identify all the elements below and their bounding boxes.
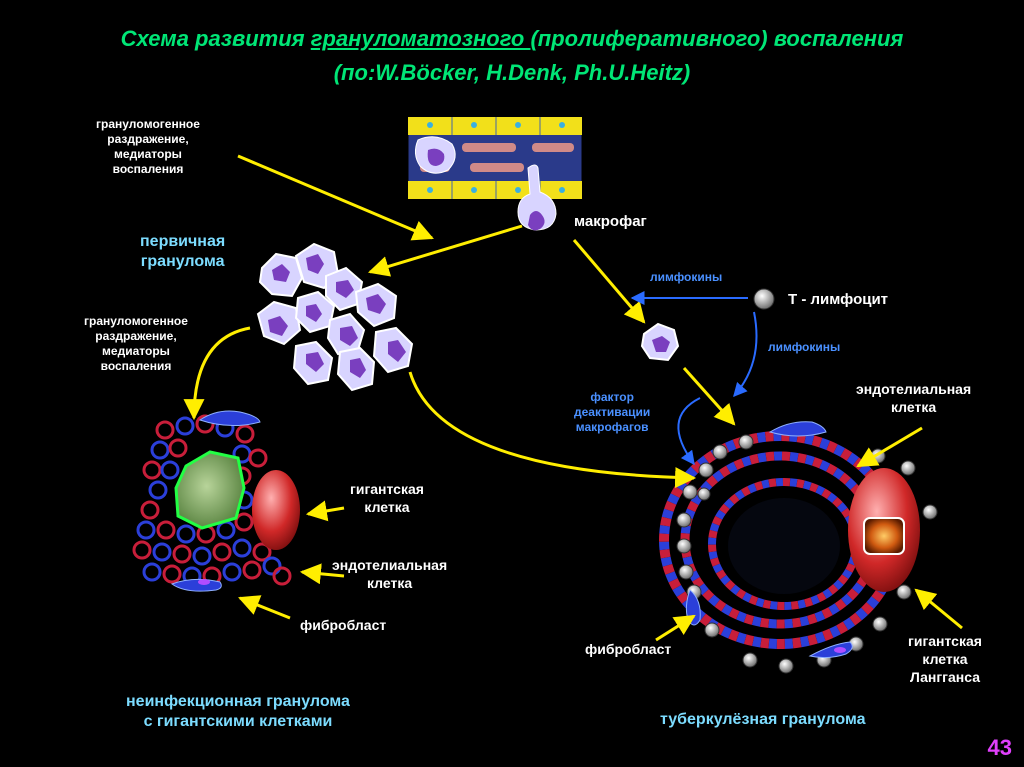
arrow-stimulus-to-center (237, 154, 434, 241)
arrow-lymphokines-2 (733, 311, 758, 398)
arrow-fibroblast-left (238, 595, 291, 620)
title-prefix: Схема развития (120, 26, 311, 51)
label-tuberculous: туберкулёзная гранулома (660, 711, 866, 728)
arrow-macrophage-to-granuloma (367, 224, 523, 277)
activated-macrophage (640, 322, 680, 362)
arrow-endothelial-left (299, 563, 345, 585)
arrow-endothelial-right (856, 426, 923, 468)
primary-granuloma-cluster (256, 242, 414, 392)
label-lymphokines-1: лимфокины (650, 270, 723, 284)
arrow-to-tuberculous (682, 367, 736, 426)
arrow-langhans (914, 588, 963, 630)
arrow-granuloma-to-tuberculous (408, 371, 697, 489)
blood-vessel (407, 116, 583, 231)
arrow-fibroblast-right (655, 614, 696, 642)
macrophage-nucleus (528, 211, 545, 231)
title-authors: (по:W.Böcker, H.Denk, Ph.U.Heitz) (333, 60, 691, 85)
t-lymphocyte-icon (753, 288, 775, 310)
title-underlined: грануломатозного (310, 26, 531, 51)
label-macrophage: макрофаг (574, 213, 647, 230)
arrow-stimulus-left (183, 326, 251, 421)
tuberculous-granuloma (659, 421, 938, 674)
arrow-macrophage-down (572, 239, 646, 324)
noninfectious-granuloma (132, 410, 300, 592)
label-fibroblast-right: фибробласт (585, 641, 672, 657)
title-suffix: (пролиферативного) воспаления (530, 26, 904, 51)
slide-title: Схема развития грануломатозного (пролифе… (0, 22, 1024, 90)
label-lymphokines-2: лимфокины (768, 340, 841, 354)
arrow-deactivation (677, 397, 701, 466)
label-t-lymphocyte: Т - лимфоцит (788, 291, 889, 308)
label-fibroblast-left: фибробласт (300, 617, 387, 633)
arrow-giant-left (305, 500, 345, 522)
page-number: 43 (987, 735, 1012, 760)
